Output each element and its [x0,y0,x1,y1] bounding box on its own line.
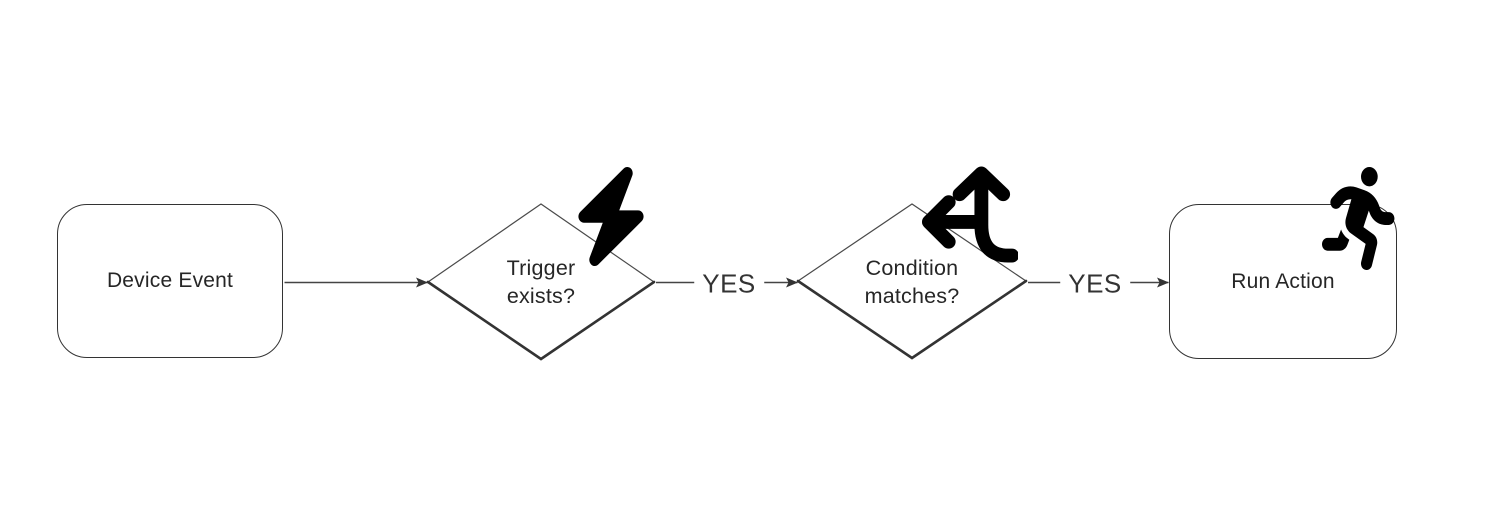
node-trigger-exists-label: Trigger exists? [506,256,576,308]
person-running-icon [1322,167,1395,270]
edge-label-yes-2: YES [1060,268,1130,300]
arrows-split-up-left-icon [921,166,1018,263]
node-run-action-label: Run Action [1231,269,1335,293]
lightning-bolt-icon [578,167,644,266]
node-condition-matches-label: Condition matches? [864,256,960,308]
node-device-event: Device Event [57,204,283,358]
node-trigger-exists-shape [426,203,656,361]
edge-label-yes-1: YES [694,268,764,300]
node-device-event-label: Device Event [106,269,234,292]
